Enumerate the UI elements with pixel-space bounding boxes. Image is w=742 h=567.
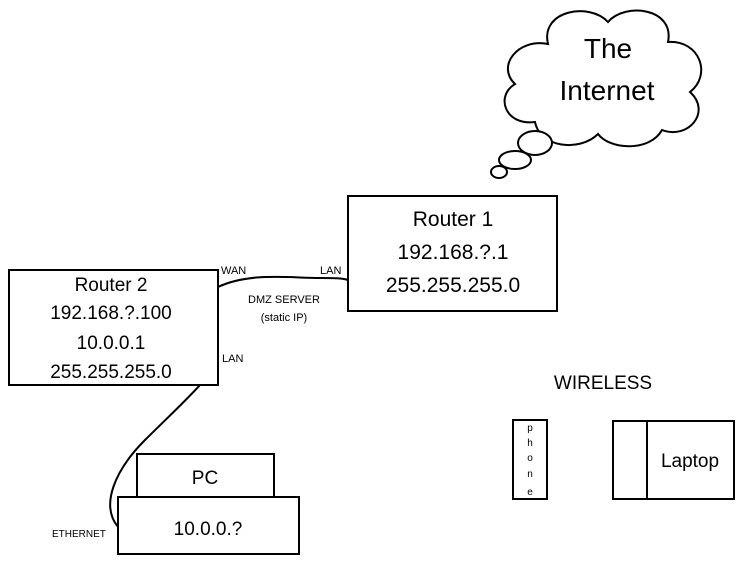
router-1-mask: 255.255.255.0 <box>386 274 520 297</box>
router-2-title: Router 2 <box>75 275 148 296</box>
router-2-lan-ip: 10.0.0.1 <box>77 333 146 354</box>
laptop-body-box <box>646 420 735 500</box>
phone-letter: n <box>527 469 533 480</box>
pc-bottom-box <box>117 496 300 555</box>
cloud-text-line1: The <box>584 33 632 64</box>
thought-bubble-small <box>490 165 508 179</box>
phone: p h o n e <box>512 419 548 500</box>
pc-label: PC <box>192 468 218 489</box>
router-2-lan-label: LAN <box>222 353 243 365</box>
ethernet-label: ETHERNET <box>52 529 106 540</box>
router-2: Router 2 192.168.?.100 10.0.0.1 255.255.… <box>8 269 219 386</box>
phone-letter: e <box>527 487 533 498</box>
phone-letter: p <box>527 423 533 434</box>
internet-cloud: The Internet <box>490 9 702 179</box>
router-2-wan-ip: 192.168.?.100 <box>50 303 172 324</box>
router-2-mask: 255.255.255.0 <box>50 362 172 383</box>
thought-bubble-large <box>517 130 553 156</box>
wireless-label: WIRELESS <box>554 373 652 394</box>
wan-label: WAN <box>221 265 246 277</box>
laptop-label: Laptop <box>661 451 719 472</box>
static-ip-label: (static IP) <box>261 312 307 324</box>
router-1-box <box>347 195 558 312</box>
phone-letter: o <box>527 453 533 464</box>
thought-bubble-medium <box>498 150 532 170</box>
router-1-lan-label: LAN <box>320 265 341 277</box>
pc: PC 10.0.0.? <box>117 453 300 555</box>
laptop: Laptop <box>612 420 735 500</box>
router-1-ip: 192.168.?.1 <box>398 241 509 264</box>
pc-top-box <box>136 453 275 500</box>
laptop-screen-box <box>612 420 648 500</box>
phone-box <box>512 419 548 500</box>
pc-ip: 10.0.0.? <box>174 519 243 540</box>
router-2-box <box>8 269 219 386</box>
wan-link-cable <box>217 275 349 288</box>
cloud-text-line2: Internet <box>560 75 655 106</box>
router-1-title: Router 1 <box>413 208 494 231</box>
phone-letter: h <box>527 438 533 449</box>
cloud-shape <box>503 9 702 148</box>
router-1: Router 1 192.168.?.1 255.255.255.0 <box>347 195 558 312</box>
dmz-server-label: DMZ SERVER <box>248 294 320 306</box>
